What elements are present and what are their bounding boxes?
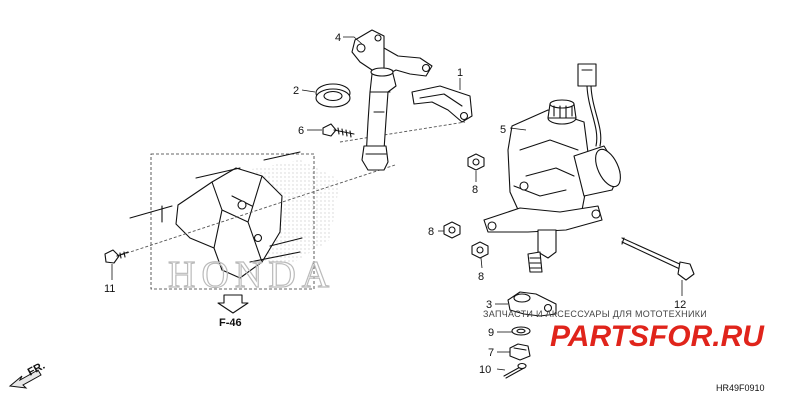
callout-5: 5 — [500, 124, 506, 136]
callout-8-top: 8 — [472, 184, 478, 196]
part-2-grommet — [315, 83, 351, 108]
part-8-nut-top — [467, 153, 485, 171]
part-5-eps-unit — [483, 63, 621, 273]
callout-4: 4 — [335, 32, 341, 44]
honda-watermark: HONDA — [168, 254, 335, 296]
part-10-cotter-pin — [503, 362, 527, 379]
callout-7: 7 — [488, 347, 494, 359]
steering-column-shaft — [361, 67, 397, 171]
reference-label[interactable]: F-46 — [219, 317, 242, 329]
watermark-logo: PARTSFOR.RU — [550, 320, 765, 353]
part-1-clamp — [411, 85, 473, 123]
diagram-code: HR49F0910 — [716, 383, 765, 393]
callout-2: 2 — [293, 85, 299, 97]
direction-label: FR. — [26, 360, 47, 379]
frame-reference-area: HONDA — [129, 151, 340, 297]
down-arrow-icon — [217, 294, 249, 314]
part-6-bolt — [322, 123, 355, 138]
callout-12: 12 — [674, 299, 686, 311]
callout-1: 1 — [457, 67, 463, 79]
callout-8-lower: 8 — [478, 271, 484, 283]
guide-line-6 — [339, 121, 466, 143]
part-3-pitman-arm — [507, 291, 557, 317]
site-watermark: ЗАПЧАСТИ И АКСЕССУАРЫ ДЛЯ МОТОТЕХНИКИ PA… — [483, 309, 765, 353]
part-11-bolt — [104, 249, 129, 264]
part-8-nut-middle — [443, 221, 461, 239]
callout-9: 9 — [488, 327, 494, 339]
watermark-caption: ЗАПЧАСТИ И АКСЕССУАРЫ ДЛЯ МОТОТЕХНИКИ — [483, 309, 707, 319]
callout-10: 10 — [479, 364, 491, 376]
front-direction-indicator: FR. — [8, 360, 47, 389]
callout-8-middle: 8 — [428, 226, 434, 238]
reference-arrow-f46[interactable]: F-46 — [217, 294, 249, 329]
part-7-nut — [509, 343, 531, 361]
callout-3: 3 — [486, 299, 492, 311]
part-12-long-bolt — [621, 237, 695, 281]
front-arrow-icon — [8, 369, 42, 389]
part-4-stay-bracket — [351, 29, 433, 77]
callout-11: 11 — [104, 283, 115, 295]
part-9-washer — [511, 326, 531, 336]
callout-6: 6 — [298, 125, 304, 137]
part-8-nut-lower — [471, 241, 489, 259]
leader-lines — [111, 36, 683, 371]
